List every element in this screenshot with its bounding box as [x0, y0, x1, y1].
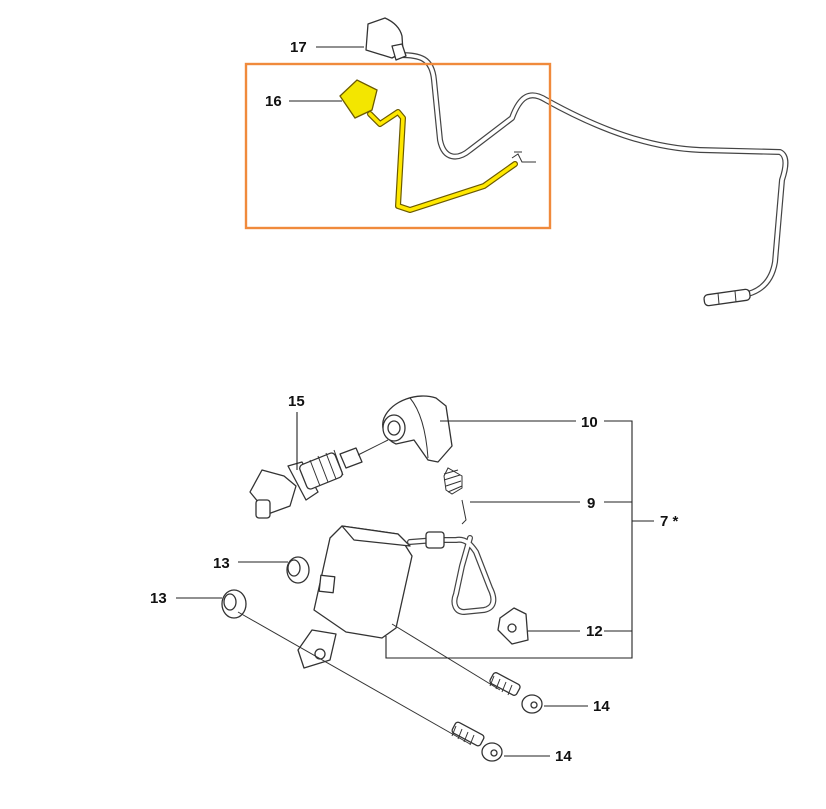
callout-7[interactable]: 7 *: [660, 513, 679, 530]
washer-13-b[interactable]: [221, 589, 247, 619]
ignition-coil[interactable]: [297, 525, 413, 669]
callout-14-b[interactable]: 14: [555, 748, 572, 765]
spark-plug-15[interactable]: [249, 439, 389, 519]
wire-end-plug: [703, 288, 751, 307]
coil-lead: [407, 531, 497, 615]
screw-14-b[interactable]: [451, 721, 503, 762]
spring-9-region: [443, 467, 463, 495]
group-bracket-7: [385, 420, 654, 659]
callout-13-b[interactable]: 13: [150, 590, 167, 607]
wire-16-highlighted[interactable]: [339, 79, 536, 213]
callout-12[interactable]: 12: [586, 623, 603, 640]
callout-10[interactable]: 10: [581, 414, 598, 431]
callout-9[interactable]: 9: [587, 495, 595, 512]
callout-14-a[interactable]: 14: [593, 698, 610, 715]
callout-13-a[interactable]: 13: [213, 555, 230, 572]
screw-14-a[interactable]: [489, 672, 543, 714]
clip-12[interactable]: [497, 607, 529, 645]
callout-16[interactable]: 16: [265, 93, 282, 110]
callout-17[interactable]: 17: [290, 39, 307, 56]
selection-box: [244, 62, 552, 230]
spark-plug-boot-10[interactable]: [382, 395, 453, 463]
axis-lines: [237, 611, 501, 745]
leader-lines: [176, 46, 588, 757]
callout-15[interactable]: 15: [288, 393, 305, 410]
washer-13-a[interactable]: [286, 556, 310, 584]
contact-9[interactable]: [461, 499, 467, 525]
wire-16-terminal: [511, 151, 536, 163]
connector-16[interactable]: [339, 79, 378, 119]
wire-harness-17[interactable]: [397, 52, 789, 297]
connector-17[interactable]: [365, 17, 407, 61]
